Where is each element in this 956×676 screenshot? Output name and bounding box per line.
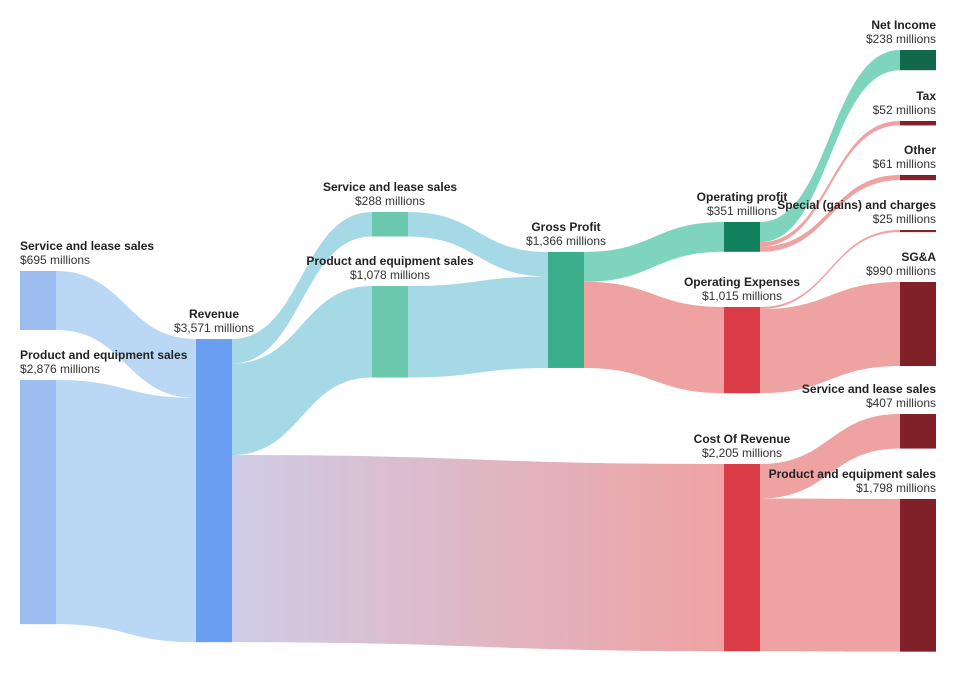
node-value-gp_service: $288 millions	[355, 194, 425, 208]
node-value-sga: $990 millions	[866, 264, 936, 278]
sankey-node-revenue	[196, 339, 232, 643]
sankey-node-op_profit	[724, 222, 760, 252]
node-name-cor_service: Service and lease sales	[802, 382, 936, 396]
sankey-link-op_expenses-special	[760, 230, 900, 310]
sankey-node-tax	[900, 121, 936, 126]
node-value-net_income: $238 millions	[866, 32, 936, 46]
sankey-node-cor_service	[900, 414, 936, 449]
node-value-gp_product: $1,078 millions	[350, 268, 430, 282]
sankey-links	[56, 50, 900, 652]
sankey-node-op_expenses	[724, 307, 760, 394]
sankey-link-op_profit-net_income	[760, 50, 900, 243]
sankey-link-gross_profit-op_expenses	[584, 281, 724, 394]
node-name-src_product: Product and equipment sales	[20, 348, 188, 362]
node-value-src_product: $2,876 millions	[20, 362, 100, 376]
node-value-other: $61 millions	[873, 157, 936, 171]
sankey-link-cost_of_revenue-cor_product	[760, 498, 900, 652]
sankey-link-src_product-revenue	[56, 380, 196, 643]
sankey-link-gross_profit-op_profit	[584, 222, 724, 282]
node-name-sga: SG&A	[901, 250, 936, 264]
sankey-link-gp_product-gross_profit	[408, 276, 548, 378]
node-name-net_income: Net Income	[871, 18, 936, 32]
sankey-node-gp_service	[372, 212, 408, 237]
sankey-link-op_expenses-sga	[760, 282, 900, 394]
sankey-link-revenue-cost_of_revenue	[232, 454, 724, 652]
node-name-op_expenses: Operating Expenses	[684, 275, 800, 289]
sankey-node-net_income	[900, 50, 936, 71]
sankey-node-gross_profit	[548, 252, 584, 368]
sankey-node-gp_product	[372, 286, 408, 378]
node-value-cost_of_revenue: $2,205 millions	[702, 446, 782, 460]
node-value-gross_profit: $1,366 millions	[526, 234, 606, 248]
sankey-node-cor_product	[900, 499, 936, 652]
sankey-labels: Service and lease sales$695 millionsProd…	[20, 18, 936, 495]
sankey-node-sga	[900, 282, 936, 367]
sankey-node-other	[900, 175, 936, 181]
node-name-gross_profit: Gross Profit	[531, 220, 600, 234]
node-name-op_profit: Operating profit	[697, 190, 788, 204]
node-value-op_expenses: $1,015 millions	[702, 289, 782, 303]
sankey-link-cost_of_revenue-cor_service	[760, 414, 900, 499]
node-value-cor_product: $1,798 millions	[856, 481, 936, 495]
sankey-link-revenue-gp_service	[232, 212, 372, 364]
node-name-other: Other	[904, 143, 936, 157]
node-name-tax: Tax	[916, 89, 936, 103]
sankey-node-special	[900, 230, 936, 233]
node-name-gp_service: Service and lease sales	[323, 180, 457, 194]
node-name-revenue: Revenue	[189, 307, 239, 321]
node-name-cor_product: Product and equipment sales	[769, 467, 937, 481]
node-name-cost_of_revenue: Cost Of Revenue	[694, 432, 791, 446]
node-name-special: Special (gains) and charges	[777, 198, 936, 212]
sankey-link-gp_service-gross_profit	[408, 212, 548, 277]
node-value-revenue: $3,571 millions	[174, 321, 254, 335]
node-value-tax: $52 millions	[873, 103, 936, 117]
sankey-node-src_product	[20, 380, 56, 625]
sankey-link-op_profit-tax	[760, 121, 900, 247]
sankey-link-revenue-gp_product	[232, 286, 372, 455]
sankey-node-src_service	[20, 271, 56, 331]
node-value-src_service: $695 millions	[20, 253, 90, 267]
sankey-nodes	[20, 50, 936, 652]
node-value-op_profit: $351 millions	[707, 204, 777, 218]
node-name-gp_product: Product and equipment sales	[306, 254, 474, 268]
sankey-node-cost_of_revenue	[724, 464, 760, 652]
node-name-src_service: Service and lease sales	[20, 239, 154, 253]
node-value-cor_service: $407 millions	[866, 396, 936, 410]
node-value-special: $25 millions	[873, 212, 936, 226]
sankey-link-src_service-revenue	[56, 271, 196, 399]
sankey-link-op_profit-other	[760, 175, 900, 252]
